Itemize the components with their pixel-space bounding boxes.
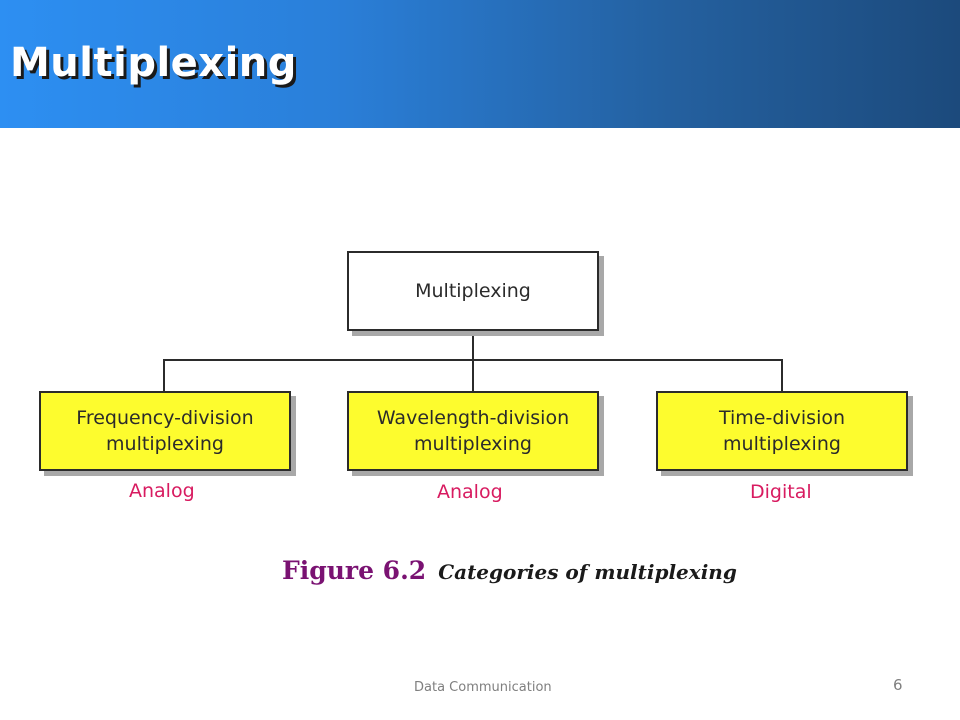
connector-right-down [781, 359, 783, 392]
footer-text: Data Communication [414, 680, 552, 695]
connector-middle-down [472, 359, 474, 392]
connector-left-down [163, 359, 165, 392]
connector-root-down [472, 330, 474, 360]
box-frequency-division-label: Frequency-division multiplexing [76, 407, 254, 455]
category-label-wavelength: Analog [437, 481, 503, 503]
box-time-division: Time-division multiplexing [656, 391, 908, 471]
box-wavelength-division: Wavelength-division multiplexing [347, 391, 599, 471]
box-time-division-label: Time-division multiplexing [718, 407, 846, 455]
root-box-label: Multiplexing [415, 280, 531, 302]
category-label-time: Digital [750, 481, 812, 503]
title-bar: Multiplexing [0, 0, 960, 128]
figure-number: Figure 6.2 [282, 556, 427, 585]
figure-description: Categories of multiplexing [438, 560, 737, 584]
category-label-frequency: Analog [129, 480, 195, 502]
box-wavelength-division-label: Wavelength-division multiplexing [376, 407, 570, 455]
slide-title: Multiplexing [10, 40, 297, 86]
page-number: 6 [893, 676, 903, 694]
figure-caption: Figure 6.2 Categories of multiplexing [282, 556, 737, 585]
box-frequency-division: Frequency-division multiplexing [39, 391, 291, 471]
root-box-multiplexing: Multiplexing [347, 251, 599, 331]
